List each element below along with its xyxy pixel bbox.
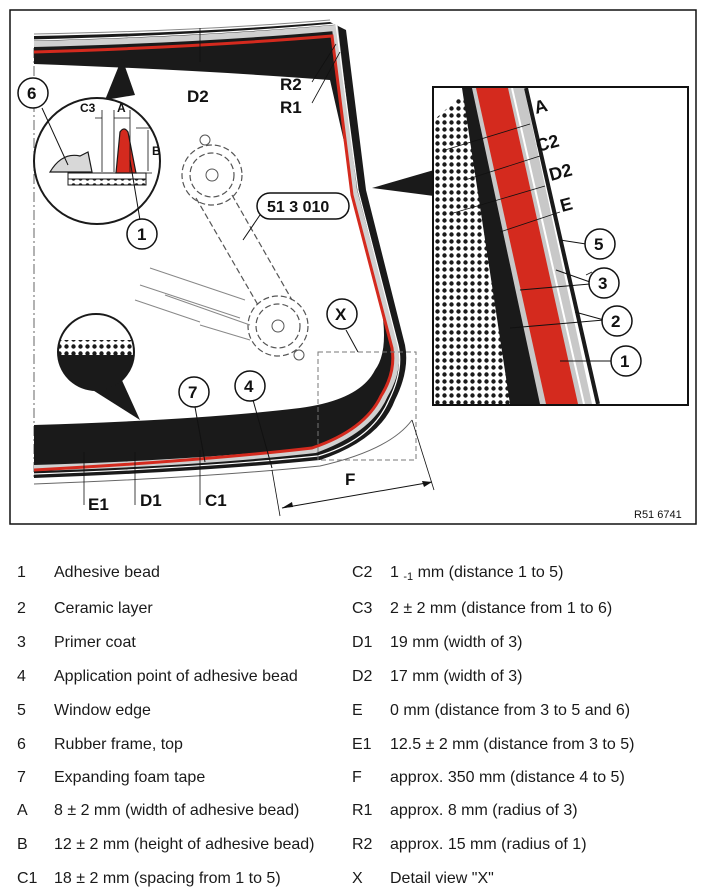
- rearview-mirror-outline: [181, 144, 309, 357]
- legend-description: Application point of adhesive bead: [54, 668, 298, 685]
- legend-description: approx. 15 mm (radius of 1): [390, 836, 587, 853]
- legend-description: Detail view "X": [390, 870, 494, 887]
- callout-5: [584, 228, 616, 260]
- svg-text:1: 1: [620, 352, 629, 371]
- label-c3-inset: C3: [80, 101, 96, 115]
- callout-4: [234, 370, 266, 402]
- legend-description: approx. 8 mm (radius of 3): [390, 802, 578, 819]
- svg-text:5: 5: [594, 235, 603, 254]
- legend-key: C1: [17, 870, 38, 887]
- legend-description: 1 -1 mm (distance 1 to 5): [390, 563, 563, 587]
- label-d2-top: D2: [187, 87, 209, 106]
- legend-key: A: [17, 802, 28, 819]
- legend-key: R1: [352, 802, 373, 819]
- legend-key: E: [352, 702, 363, 719]
- callout-x: [326, 298, 358, 330]
- legend-key: D2: [352, 668, 373, 685]
- foam-tape-blob: [57, 313, 140, 420]
- legend-key: X: [352, 870, 363, 887]
- legend-description: 2 ± 2 mm (distance from 1 to 6): [390, 600, 613, 617]
- legend-key: 3: [17, 634, 26, 651]
- callout-1-inset: [126, 218, 158, 250]
- callout-2: [601, 305, 633, 337]
- legend-description: Primer coat: [54, 634, 136, 651]
- window-edge-outline: [33, 23, 401, 475]
- svg-text:3: 3: [598, 274, 607, 293]
- svg-text:1: 1: [137, 225, 146, 244]
- legend-key: 2: [17, 600, 26, 617]
- legend-key: B: [17, 836, 28, 853]
- legend-description: Ceramic layer: [54, 600, 153, 617]
- label-e1: E1: [88, 495, 109, 514]
- legend-value: 1: [390, 564, 404, 581]
- legend-description: 17 mm (width of 3): [390, 668, 523, 685]
- detail-view: A C2 D2 E 5 3 2 1: [432, 86, 689, 406]
- legend-description: 12.5 ± 2 mm (distance from 3 to 5): [390, 736, 635, 753]
- callout-1-detail: [610, 345, 642, 377]
- callout-3: [588, 267, 620, 299]
- legend-key: 5: [17, 702, 26, 719]
- svg-text:6: 6: [27, 84, 36, 103]
- bead-cross-section-inset: C3 A B: [33, 58, 161, 225]
- reference-code: R51 6741: [634, 509, 682, 521]
- label-r1: R1: [280, 98, 302, 117]
- label-a-inset: A: [117, 101, 126, 115]
- legend-key: C2: [352, 564, 373, 581]
- windshield-adhesive-diagram: C3 A B 6 1 D2 R2 R1 51 3 010 X 7 4: [9, 9, 697, 525]
- top-rim: [33, 19, 331, 35]
- legend-description: 8 ± 2 mm (width of adhesive bead): [54, 802, 300, 819]
- legend-tolerance: -1: [403, 571, 414, 583]
- label-b-inset: B: [152, 144, 161, 158]
- legend-key: D1: [352, 634, 373, 651]
- bottom-rim: [33, 419, 413, 485]
- legend-description: 18 ± 2 mm (spacing from 1 to 5): [54, 870, 281, 887]
- label-a-detail: A: [532, 95, 550, 118]
- legend-key: F: [352, 769, 362, 786]
- svg-text:4: 4: [244, 377, 254, 396]
- sun-visor-lines: [134, 267, 251, 341]
- label-c1: C1: [205, 491, 227, 510]
- legend-key: E1: [352, 736, 372, 753]
- legend-description: 19 mm (width of 3): [390, 634, 523, 651]
- legend: 1 Adhesive bead 2 Ceramic layer 3 Primer coat…: [0, 555, 706, 896]
- legend-description: 12 ± 2 mm (height of adhesive bead): [54, 836, 315, 853]
- label-f: F: [345, 470, 355, 489]
- legend-unit: mm (distance 1 to 5): [413, 564, 564, 581]
- legend-key: 6: [17, 736, 26, 753]
- callout-6: [17, 77, 49, 109]
- legend-key: R2: [352, 836, 373, 853]
- legend-key: C3: [352, 600, 373, 617]
- legend-description: Adhesive bead: [54, 564, 160, 581]
- legend-description: Rubber frame, top: [54, 736, 183, 753]
- svg-text:7: 7: [188, 383, 197, 402]
- label-e-detail: E: [558, 193, 575, 215]
- svg-text:2: 2: [611, 312, 620, 331]
- part-number-box: [256, 192, 350, 220]
- label-r2: R2: [280, 75, 302, 94]
- legend-description: Window edge: [54, 702, 151, 719]
- legend-description: 0 mm (distance from 3 to 5 and 6): [390, 702, 631, 719]
- callout-7: [178, 376, 210, 408]
- label-part-number: 51 3 010: [267, 199, 329, 216]
- label-d1: D1: [140, 491, 162, 510]
- detail-x-box: [317, 351, 417, 461]
- legend-key: 4: [17, 668, 26, 685]
- legend-description: approx. 350 mm (distance 4 to 5): [390, 769, 625, 786]
- legend-description: Expanding foam tape: [54, 769, 206, 786]
- legend-key: 7: [17, 769, 26, 786]
- frame-black-band: [34, 22, 407, 478]
- legend-key: 1: [17, 564, 26, 581]
- svg-text:X: X: [335, 305, 347, 324]
